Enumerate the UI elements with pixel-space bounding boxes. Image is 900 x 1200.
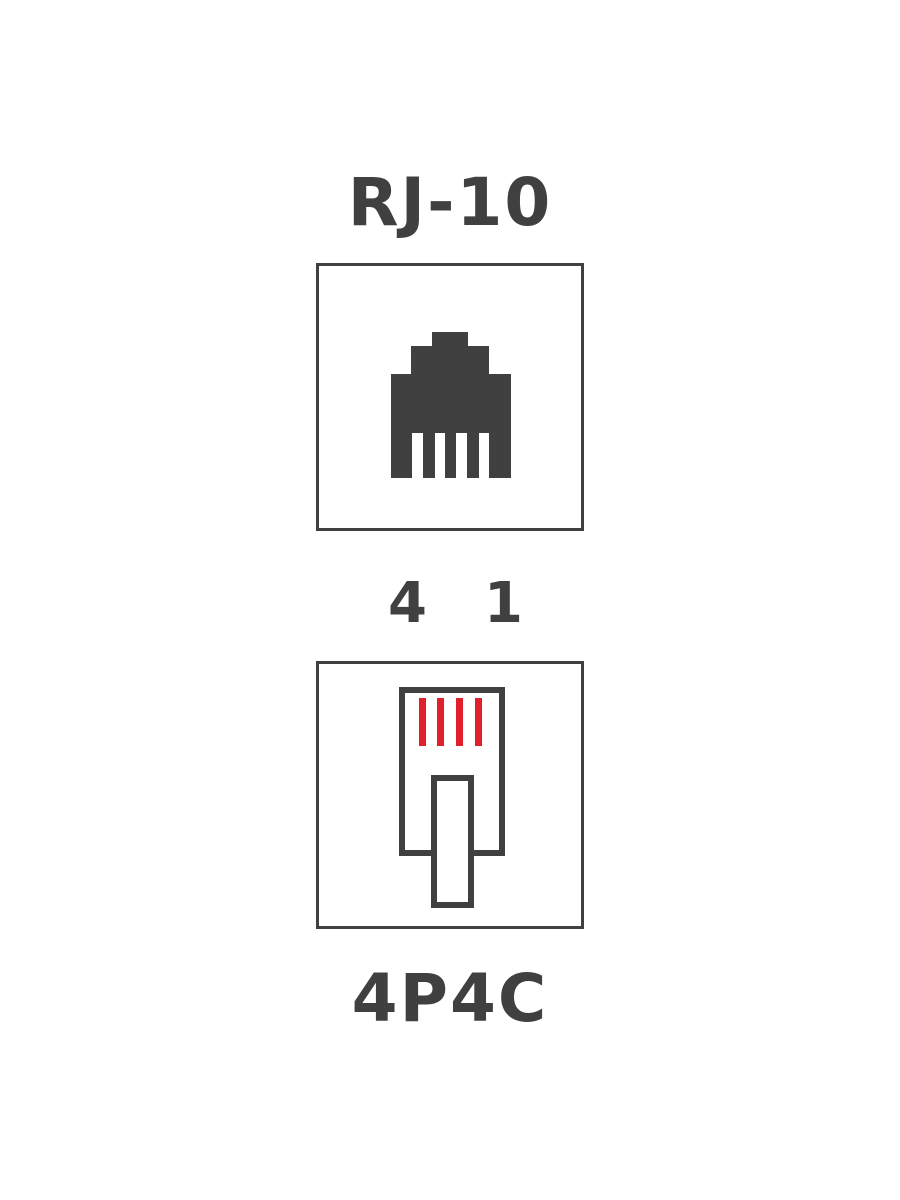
pin-label-left: 4 — [388, 571, 427, 636]
connector-type-title: RJ-10 — [347, 164, 553, 241]
plug-contact-2 — [437, 698, 444, 746]
plug-contact-4 — [475, 698, 482, 746]
socket-body — [391, 332, 511, 478]
plug-outline — [399, 687, 505, 856]
socket-frame — [316, 263, 584, 531]
configuration-label: 4P4C — [351, 960, 549, 1037]
plug-contact-3 — [456, 698, 463, 746]
plug-latch — [431, 775, 474, 908]
pin-label-right: 1 — [484, 571, 523, 636]
plug-contact-1 — [419, 698, 426, 746]
plug-frame — [316, 661, 584, 929]
modular-plug-icon — [399, 687, 505, 908]
modular-jack-socket-icon — [391, 332, 511, 478]
